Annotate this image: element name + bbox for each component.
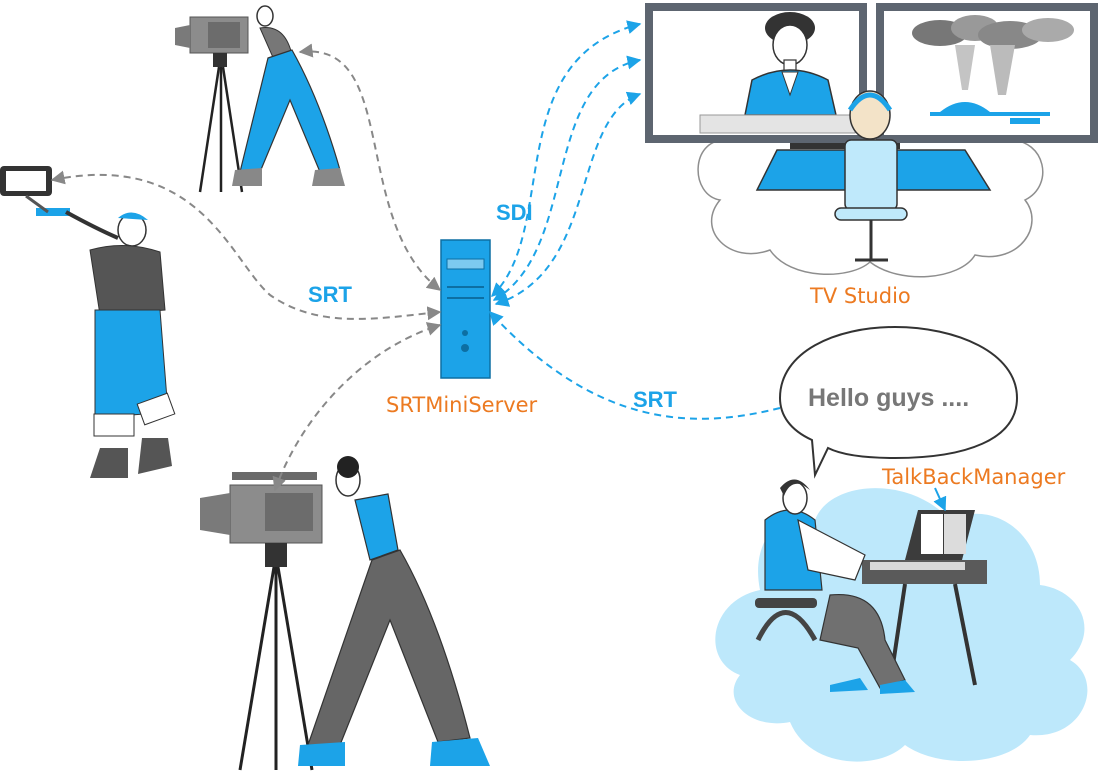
camera-operator-bottom	[200, 456, 490, 770]
node-label-studio: TV Studio	[810, 284, 911, 308]
edge-label-cameras-srt: SRT	[308, 282, 352, 308]
edge-label-studio-sdi: SDI	[496, 200, 533, 226]
mobile-vlogger	[0, 166, 175, 478]
node-label-talkback: TalkBackManager	[882, 465, 1065, 489]
node-label-server: SRTMiniServer	[386, 393, 537, 417]
arrow-talkback-laptop	[935, 488, 945, 510]
arrows-sdi-studio	[492, 24, 640, 304]
camera-operator-top	[175, 6, 345, 192]
server-tower	[441, 240, 490, 378]
speech-bubble-text: Hello guys ....	[808, 384, 969, 413]
edge-label-talkback-srt: SRT	[633, 387, 677, 413]
studio-monitor-presenter	[645, 3, 867, 143]
studio-monitor-weather	[876, 3, 1098, 143]
